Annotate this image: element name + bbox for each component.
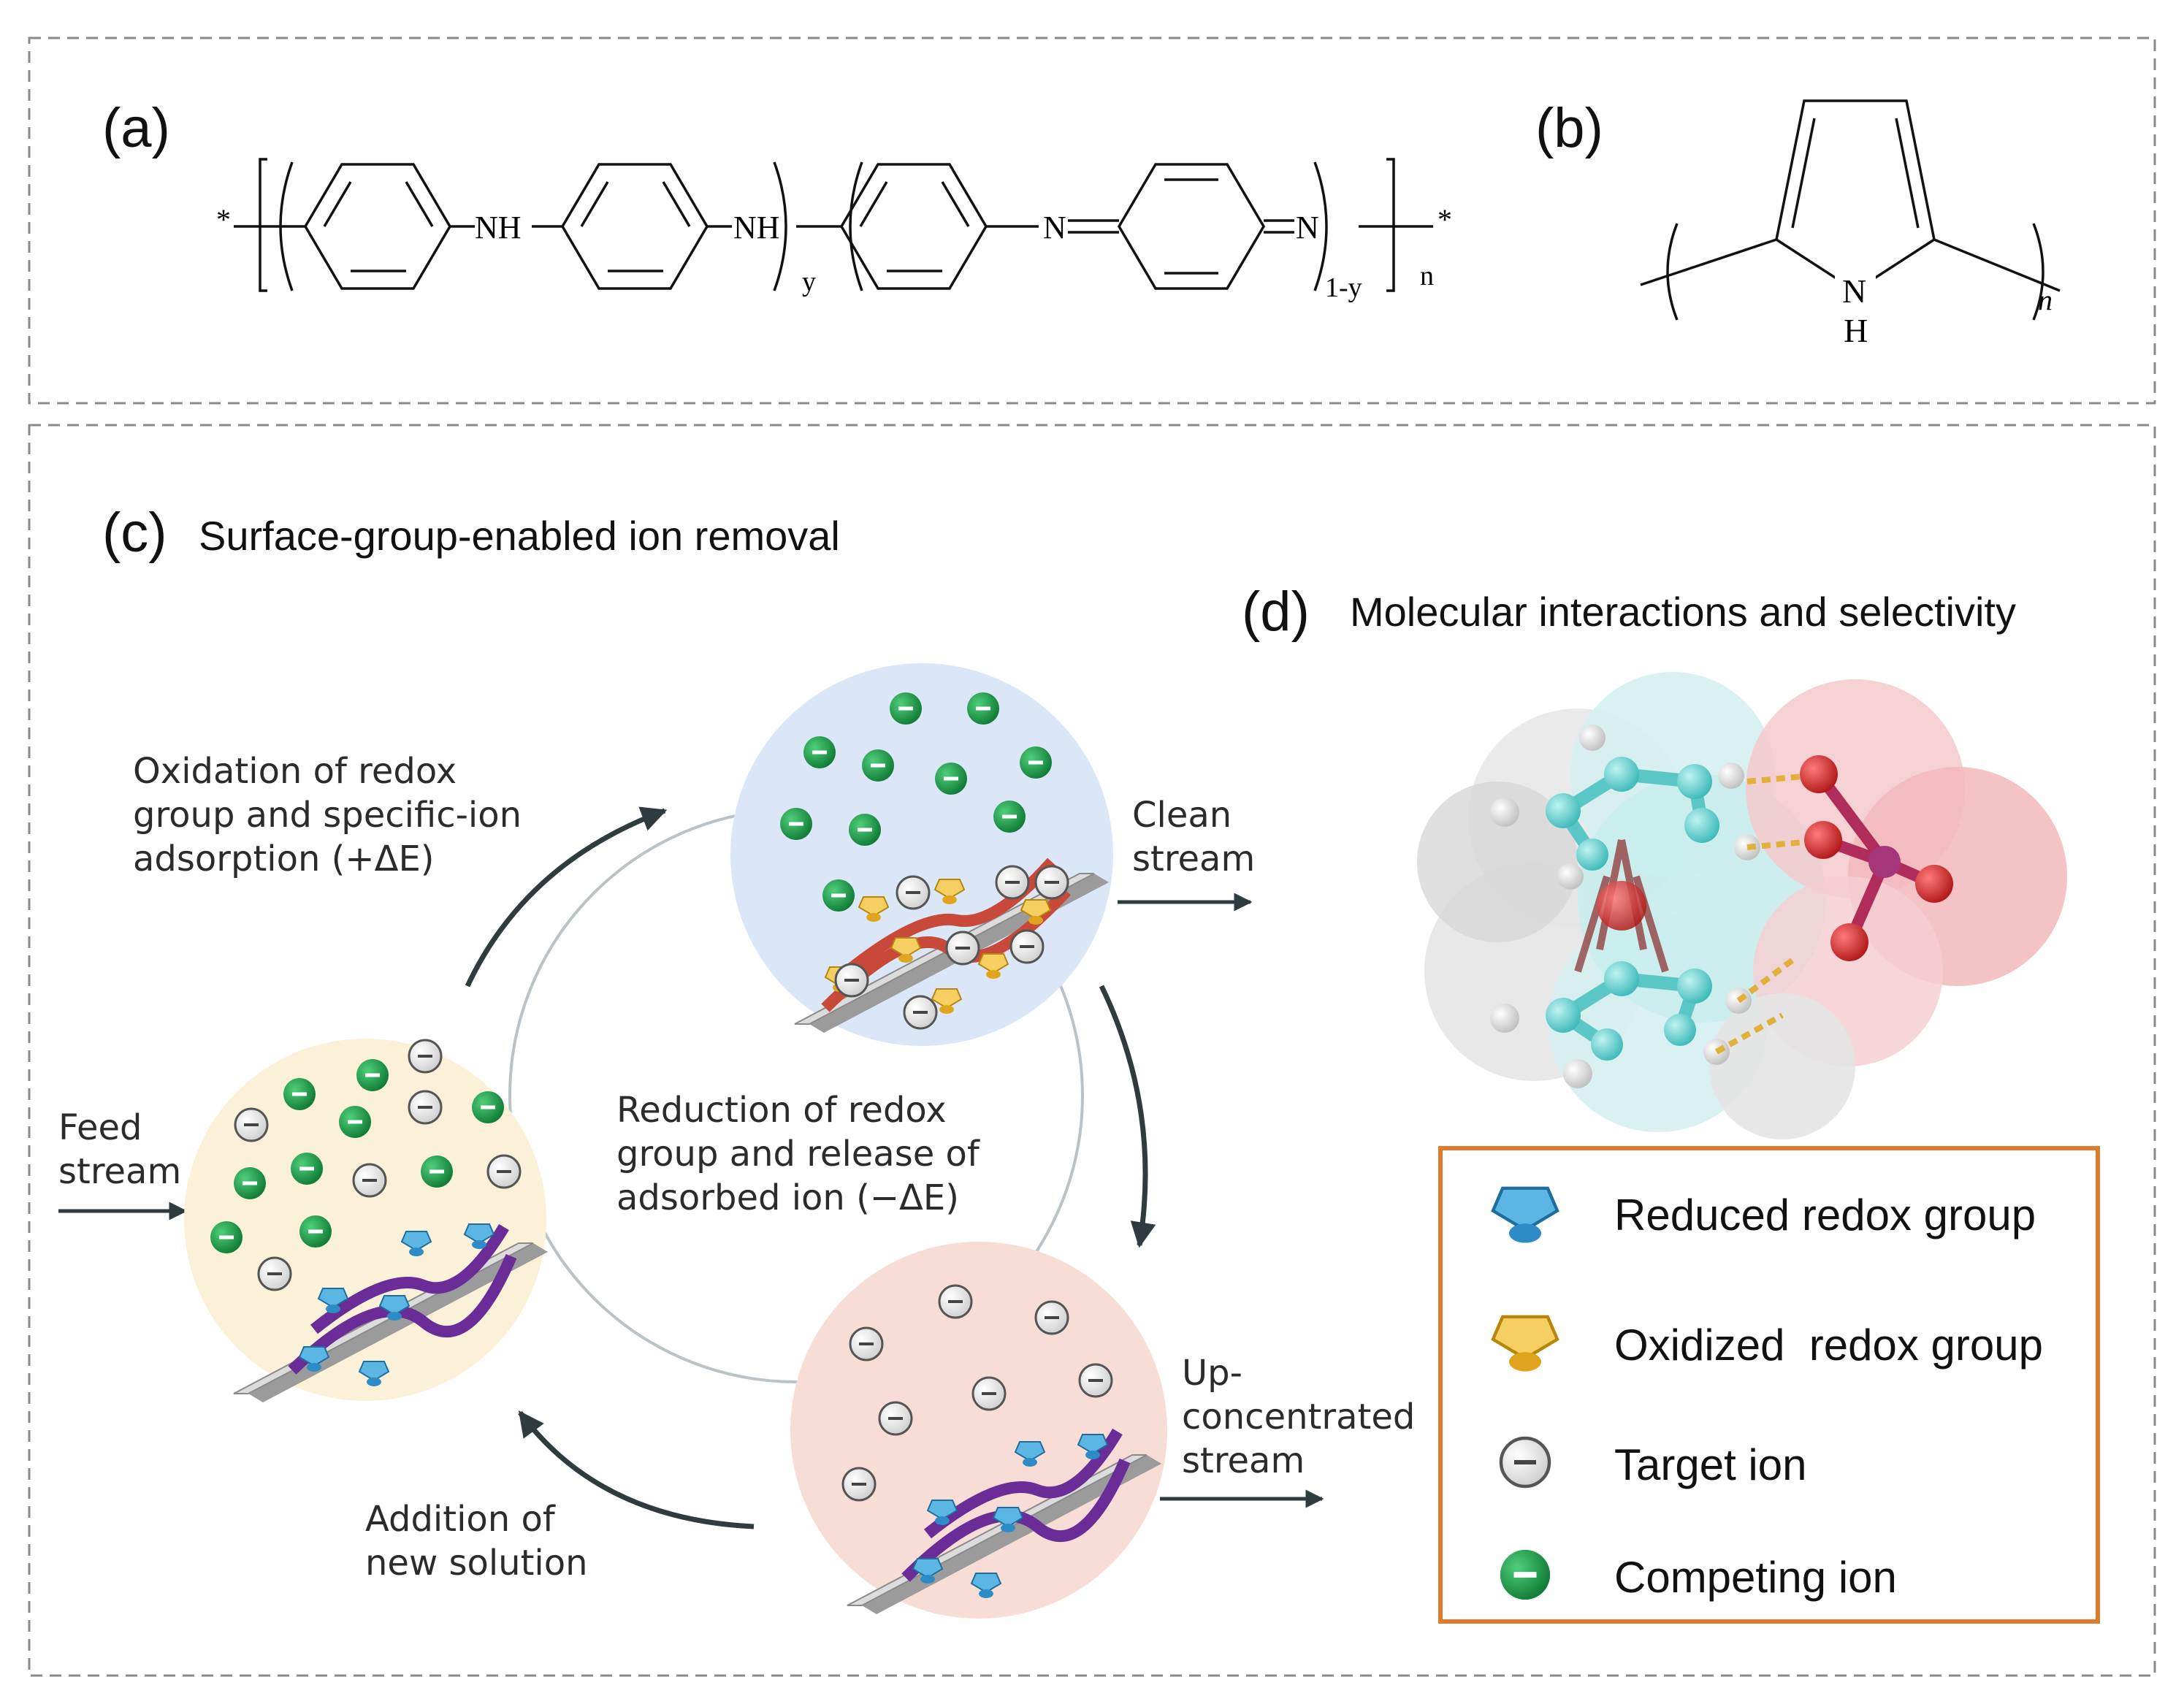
clean-stream-line-2: stream <box>1132 839 1256 879</box>
feed-stream-line-2: stream <box>58 1151 182 1192</box>
reduction-caption: Reduction of redox group and release of … <box>616 1088 980 1220</box>
ppy-sub-n: n <box>2038 283 2053 316</box>
electrode-released <box>847 1428 1161 1614</box>
legend-label-competing: Competing ion <box>1614 1553 1897 1602</box>
arrow-addition <box>518 1410 755 1529</box>
electrode-feed <box>233 1223 548 1402</box>
oxidation-line-2: group and specific-ion <box>133 795 522 836</box>
target-ion-icon <box>1501 1438 1549 1486</box>
pani-sub-n: n <box>1420 261 1434 291</box>
oxidation-line-1: Oxidation of redox <box>133 751 457 792</box>
ppy-h: H <box>1844 312 1868 349</box>
polyaniline-structure <box>234 158 1433 292</box>
polypyrrole-structure <box>1640 99 2061 321</box>
pani-n-1: N <box>1043 210 1066 245</box>
pani-star-left: * <box>216 203 231 236</box>
legend-box <box>1438 1146 2100 1624</box>
addition-line-2: new solution <box>365 1543 588 1584</box>
oxidation-caption: Oxidation of redox group and specific-io… <box>133 749 522 881</box>
n-label-bg <box>1835 270 1876 310</box>
bottom-panel-border <box>28 424 2156 1677</box>
arrow-reduction <box>1099 985 1156 1248</box>
competing-ion-icon <box>1500 1549 1551 1600</box>
legend-label-reduced: Reduced redox group <box>1614 1191 2036 1239</box>
panel-c-title: Surface-group-enabled ion removal <box>199 513 840 559</box>
addition-line-1: Addition of <box>365 1499 555 1540</box>
legend-label-target: Target ion <box>1614 1440 1807 1489</box>
arrow-oxidation <box>465 806 668 988</box>
state-released-circle <box>790 1242 1167 1619</box>
legend-label-oxidized: Oxidized redox group <box>1614 1321 2043 1370</box>
upconc-line-3: stream <box>1182 1440 1305 1481</box>
pani-nh-1: NH <box>475 210 522 245</box>
oxidation-line-3: adsorption (+ΔE) <box>133 839 435 879</box>
state-feed-circle <box>184 1039 546 1401</box>
feed-stream-caption: Feed stream <box>58 1106 181 1193</box>
panel-d-title: Molecular interactions and selectivity <box>1350 589 2016 635</box>
ppy-n: N <box>1842 272 1866 310</box>
pani-sub-y: y <box>802 267 816 297</box>
molecular-model <box>1417 672 2067 1139</box>
pani-star-right: * <box>1437 203 1452 236</box>
feed-stream-line-1: Feed <box>58 1107 142 1148</box>
panel-d-label: (d) <box>1242 581 1310 643</box>
pani-nh-2: NH <box>733 210 780 245</box>
upconc-line-1: Up- <box>1182 1353 1242 1394</box>
pani-n-2: N <box>1296 210 1319 245</box>
reduction-line-2: group and release of <box>616 1134 980 1174</box>
panel-b-label: (b) <box>1535 97 1603 159</box>
reduction-line-1: Reduction of redox <box>616 1090 947 1131</box>
state-oxidized-circle <box>730 663 1113 1046</box>
addition-caption: Addition of new solution <box>365 1497 588 1585</box>
panel-a-label: (a) <box>102 97 170 159</box>
top-panel-border <box>28 37 2156 405</box>
upconc-stream-caption: Up- concentrated stream <box>1182 1351 1415 1483</box>
panel-c-label: (c) <box>102 502 167 564</box>
reduction-line-3: adsorbed ion (−ΔE) <box>616 1177 959 1218</box>
clean-stream-caption: Clean stream <box>1132 793 1255 881</box>
upconc-line-2: concentrated <box>1182 1397 1416 1437</box>
pani-sub-1y: 1-y <box>1325 272 1362 303</box>
clean-stream-line-1: Clean <box>1132 795 1232 836</box>
